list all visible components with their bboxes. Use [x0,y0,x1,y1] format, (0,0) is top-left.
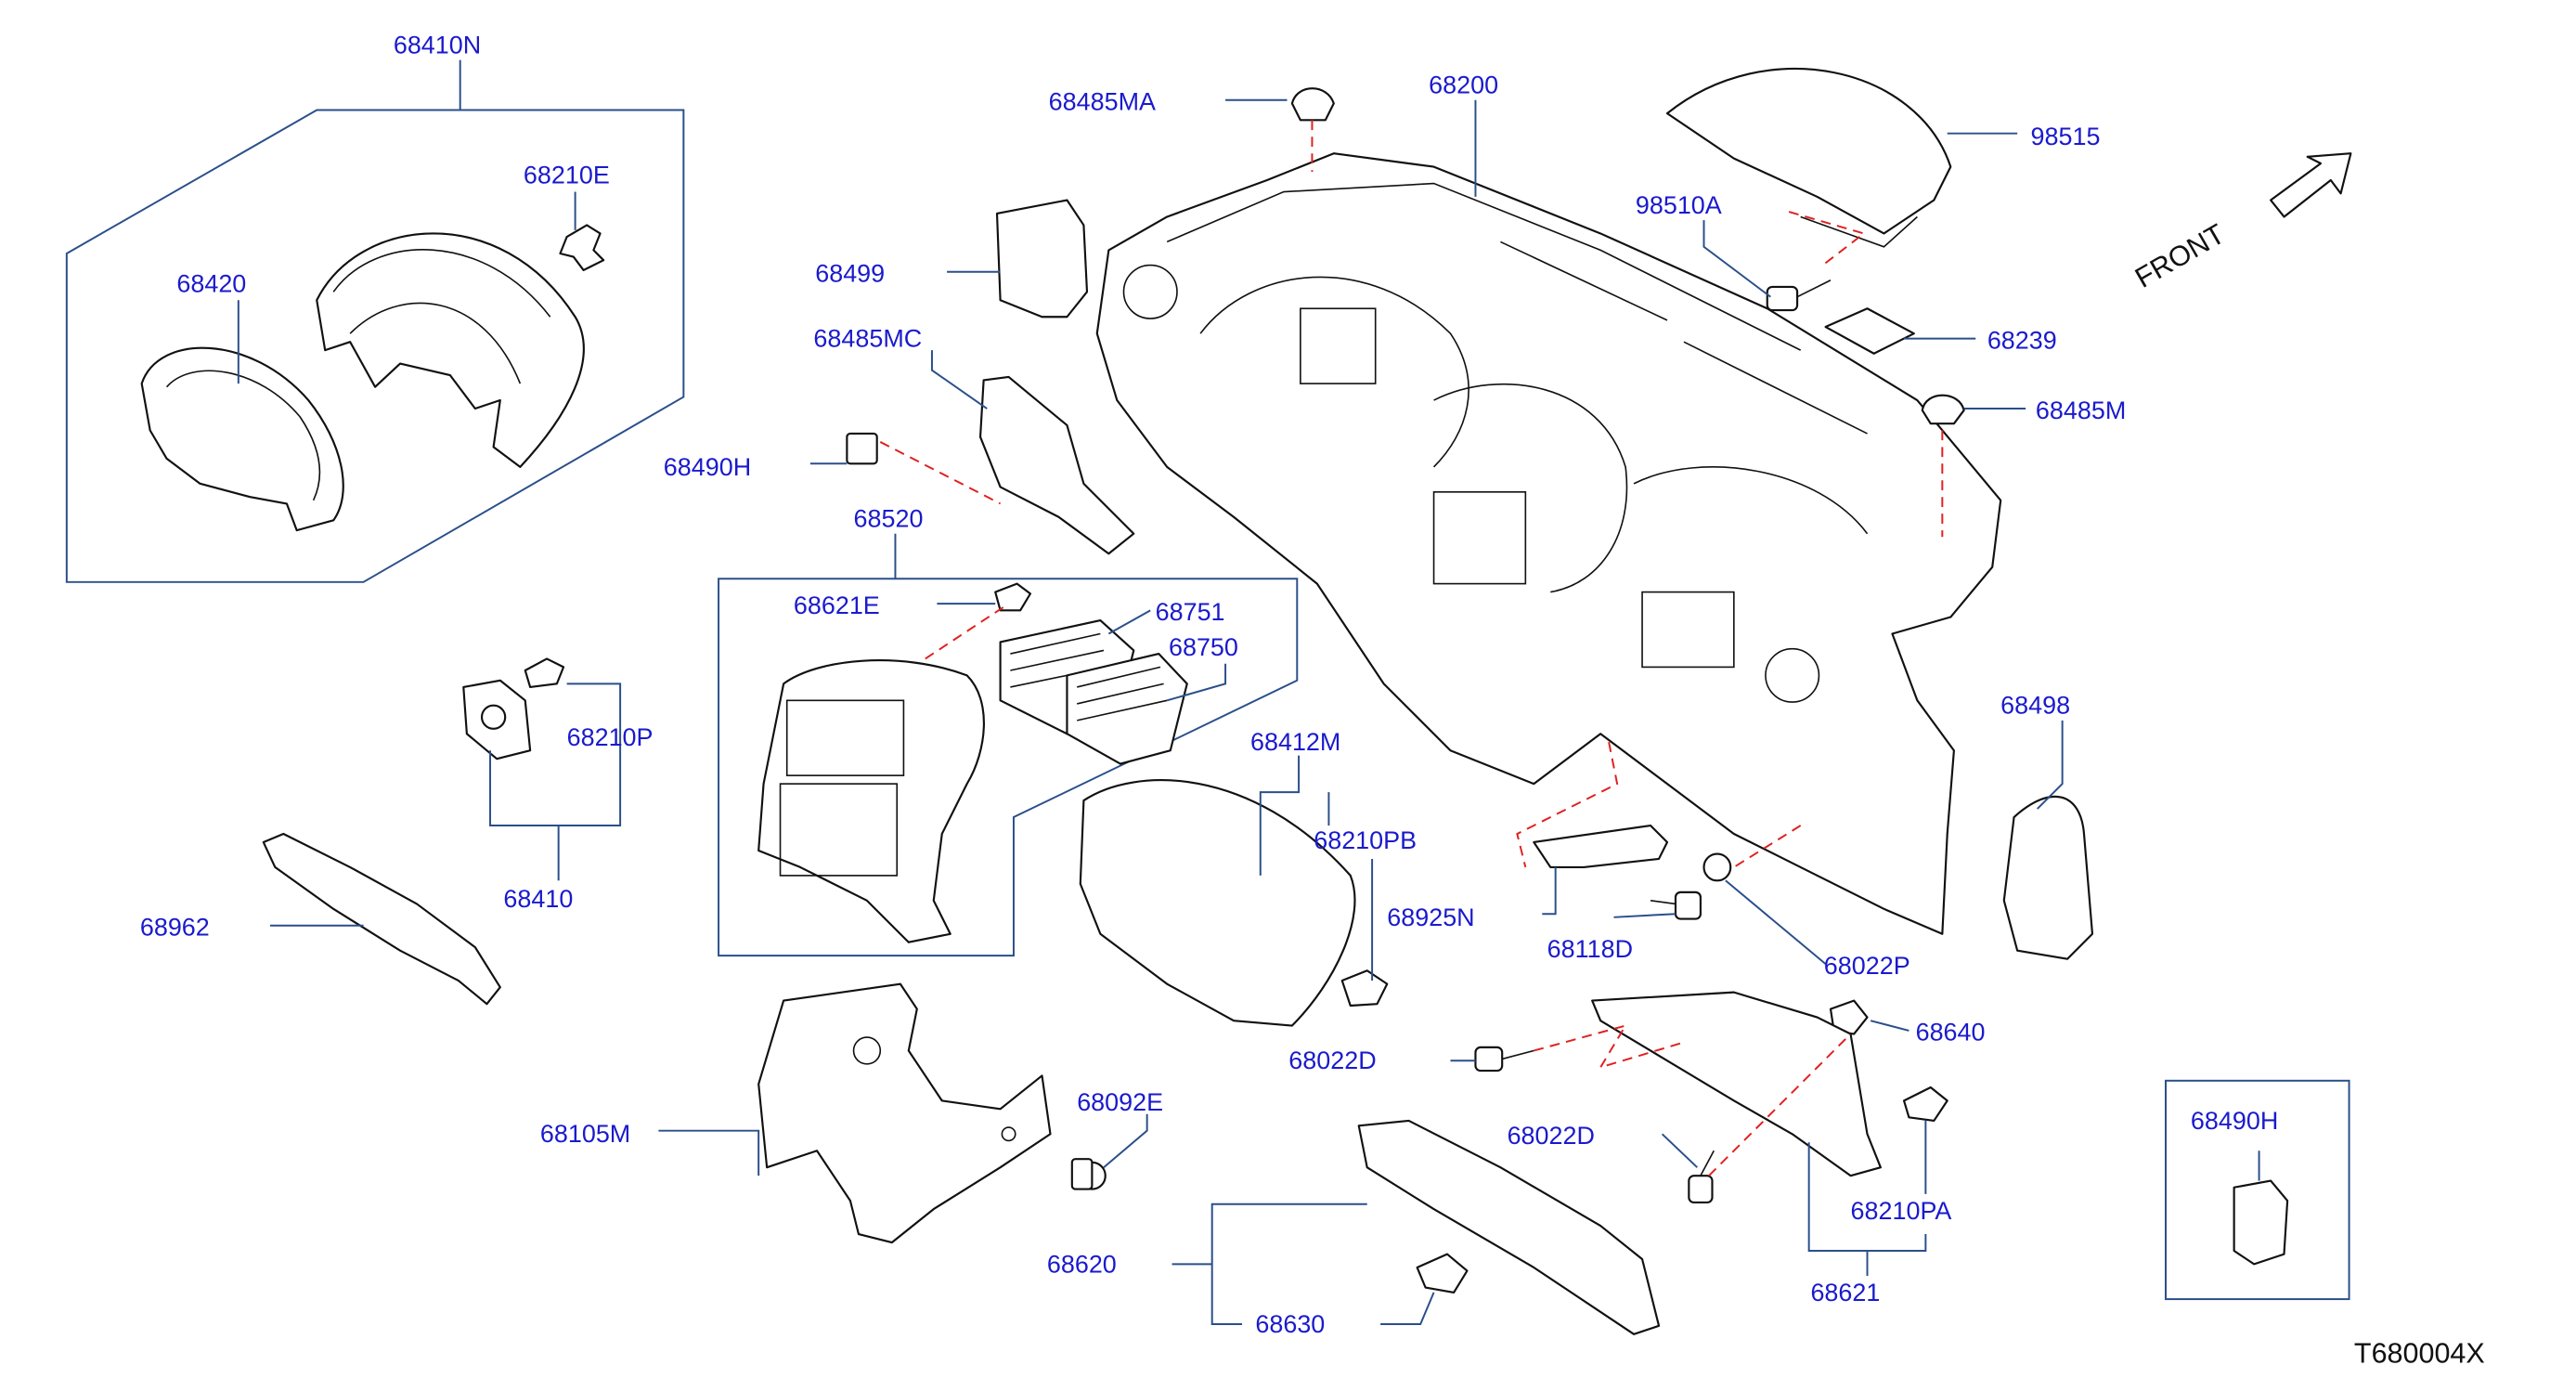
center-cluster-68520-part [757,659,985,943]
label-68499: 68499 [815,260,885,288]
label-98515: 98515 [2031,123,2101,150]
side-cover-68499-part [995,199,1089,318]
label-68490H: 68490H [664,453,751,481]
label-68490H-inset: 68490H [2191,1107,2278,1135]
screw-68022D-lower-part [1688,1150,1715,1203]
plug-68485M-part [1921,394,1965,425]
lid-68412M-part [1079,779,1356,1027]
label-68412M: 68412M [1250,728,1340,756]
label-68200: 68200 [1429,72,1498,99]
lower-panel-68105M-part [757,982,1052,1244]
clip-68210PB-part [1340,969,1389,1008]
clip-68022P-part [1702,852,1732,882]
group-box-68520 [718,578,1299,957]
label-68498: 68498 [2000,692,2070,720]
label-68630: 68630 [1255,1310,1325,1338]
label-68210PA: 68210PA [1851,1197,1952,1225]
clip-68210PA-part [1902,1086,1948,1122]
bracket-68925N-part [1533,824,1669,868]
inset-box-68490H [2165,1079,2350,1301]
diagram-code: T680004X [2354,1337,2485,1369]
label-68420: 68420 [176,269,246,297]
front-arrow-icon [2270,152,2352,218]
label-68118D: 68118D [1547,935,1633,963]
label-68022P: 68022P [1824,952,1910,980]
label-68485MA: 68485MA [1049,88,1156,116]
label-98510A: 98510A [1636,191,1722,219]
cluster-finisher-part [140,346,344,532]
label-68410N: 68410N [394,31,481,58]
label-68239: 68239 [1987,326,2057,354]
clip-68621E-part [994,582,1032,612]
label-68620: 68620 [1047,1250,1117,1278]
label-68092E: 68092E [1077,1088,1163,1116]
label-68485MC: 68485MC [813,325,922,353]
glove-box-frame-68621-part [1591,991,1882,1177]
front-label: FRONT [2129,218,2230,294]
leader-lines [237,59,2260,1326]
side-cover-68498-part [2002,795,2094,960]
label-68751: 68751 [1156,598,1225,626]
label-68962: 68962 [140,914,210,942]
label-68022D-lower: 68022D [1508,1122,1595,1150]
bolt-98510A-part [1766,280,1832,312]
striker-68630-part [1416,1253,1469,1294]
label-68640: 68640 [1916,1019,1986,1046]
label-68750: 68750 [1169,633,1238,661]
label-68621: 68621 [1810,1279,1880,1306]
bracket-68210P-part [462,657,565,760]
group-box-68410N [65,109,685,583]
label-68520: 68520 [854,505,924,533]
label-68210E: 68210E [524,162,610,189]
cluster-lid-part [316,232,585,468]
clip-68092E-part [1070,1158,1107,1190]
label-68621E: 68621E [794,592,880,619]
label-68410: 68410 [503,885,573,913]
label-68485M: 68485M [2036,396,2126,424]
airbag-lid-98515-part [1665,67,1952,248]
label-68210PB: 68210PB [1314,826,1417,854]
assembly-guide-lines [879,120,1944,1176]
screw-68118D-part [1650,890,1702,920]
label-68105M: 68105M [540,1120,630,1148]
vent-68750-part [1066,652,1188,765]
glove-box-68620-part [1357,1119,1661,1335]
instrument-panel-68200-part [1095,152,2002,935]
clip-68490H-part [846,432,878,465]
label-68210P: 68210P [567,723,654,751]
pad-68239-part [1824,307,1915,355]
plug-68485MA-part [1290,87,1335,122]
side-bracket-68485MC-part [978,375,1135,555]
clip-68210E-part [559,224,605,272]
clip-68490H-inset-part [2233,1179,2289,1266]
screw-68022D-upper-part [1474,1046,1534,1072]
label-68022D-upper: 68022D [1288,1046,1376,1074]
label-68925N: 68925N [1387,904,1474,931]
lower-bracket-68962-part [262,832,501,1006]
